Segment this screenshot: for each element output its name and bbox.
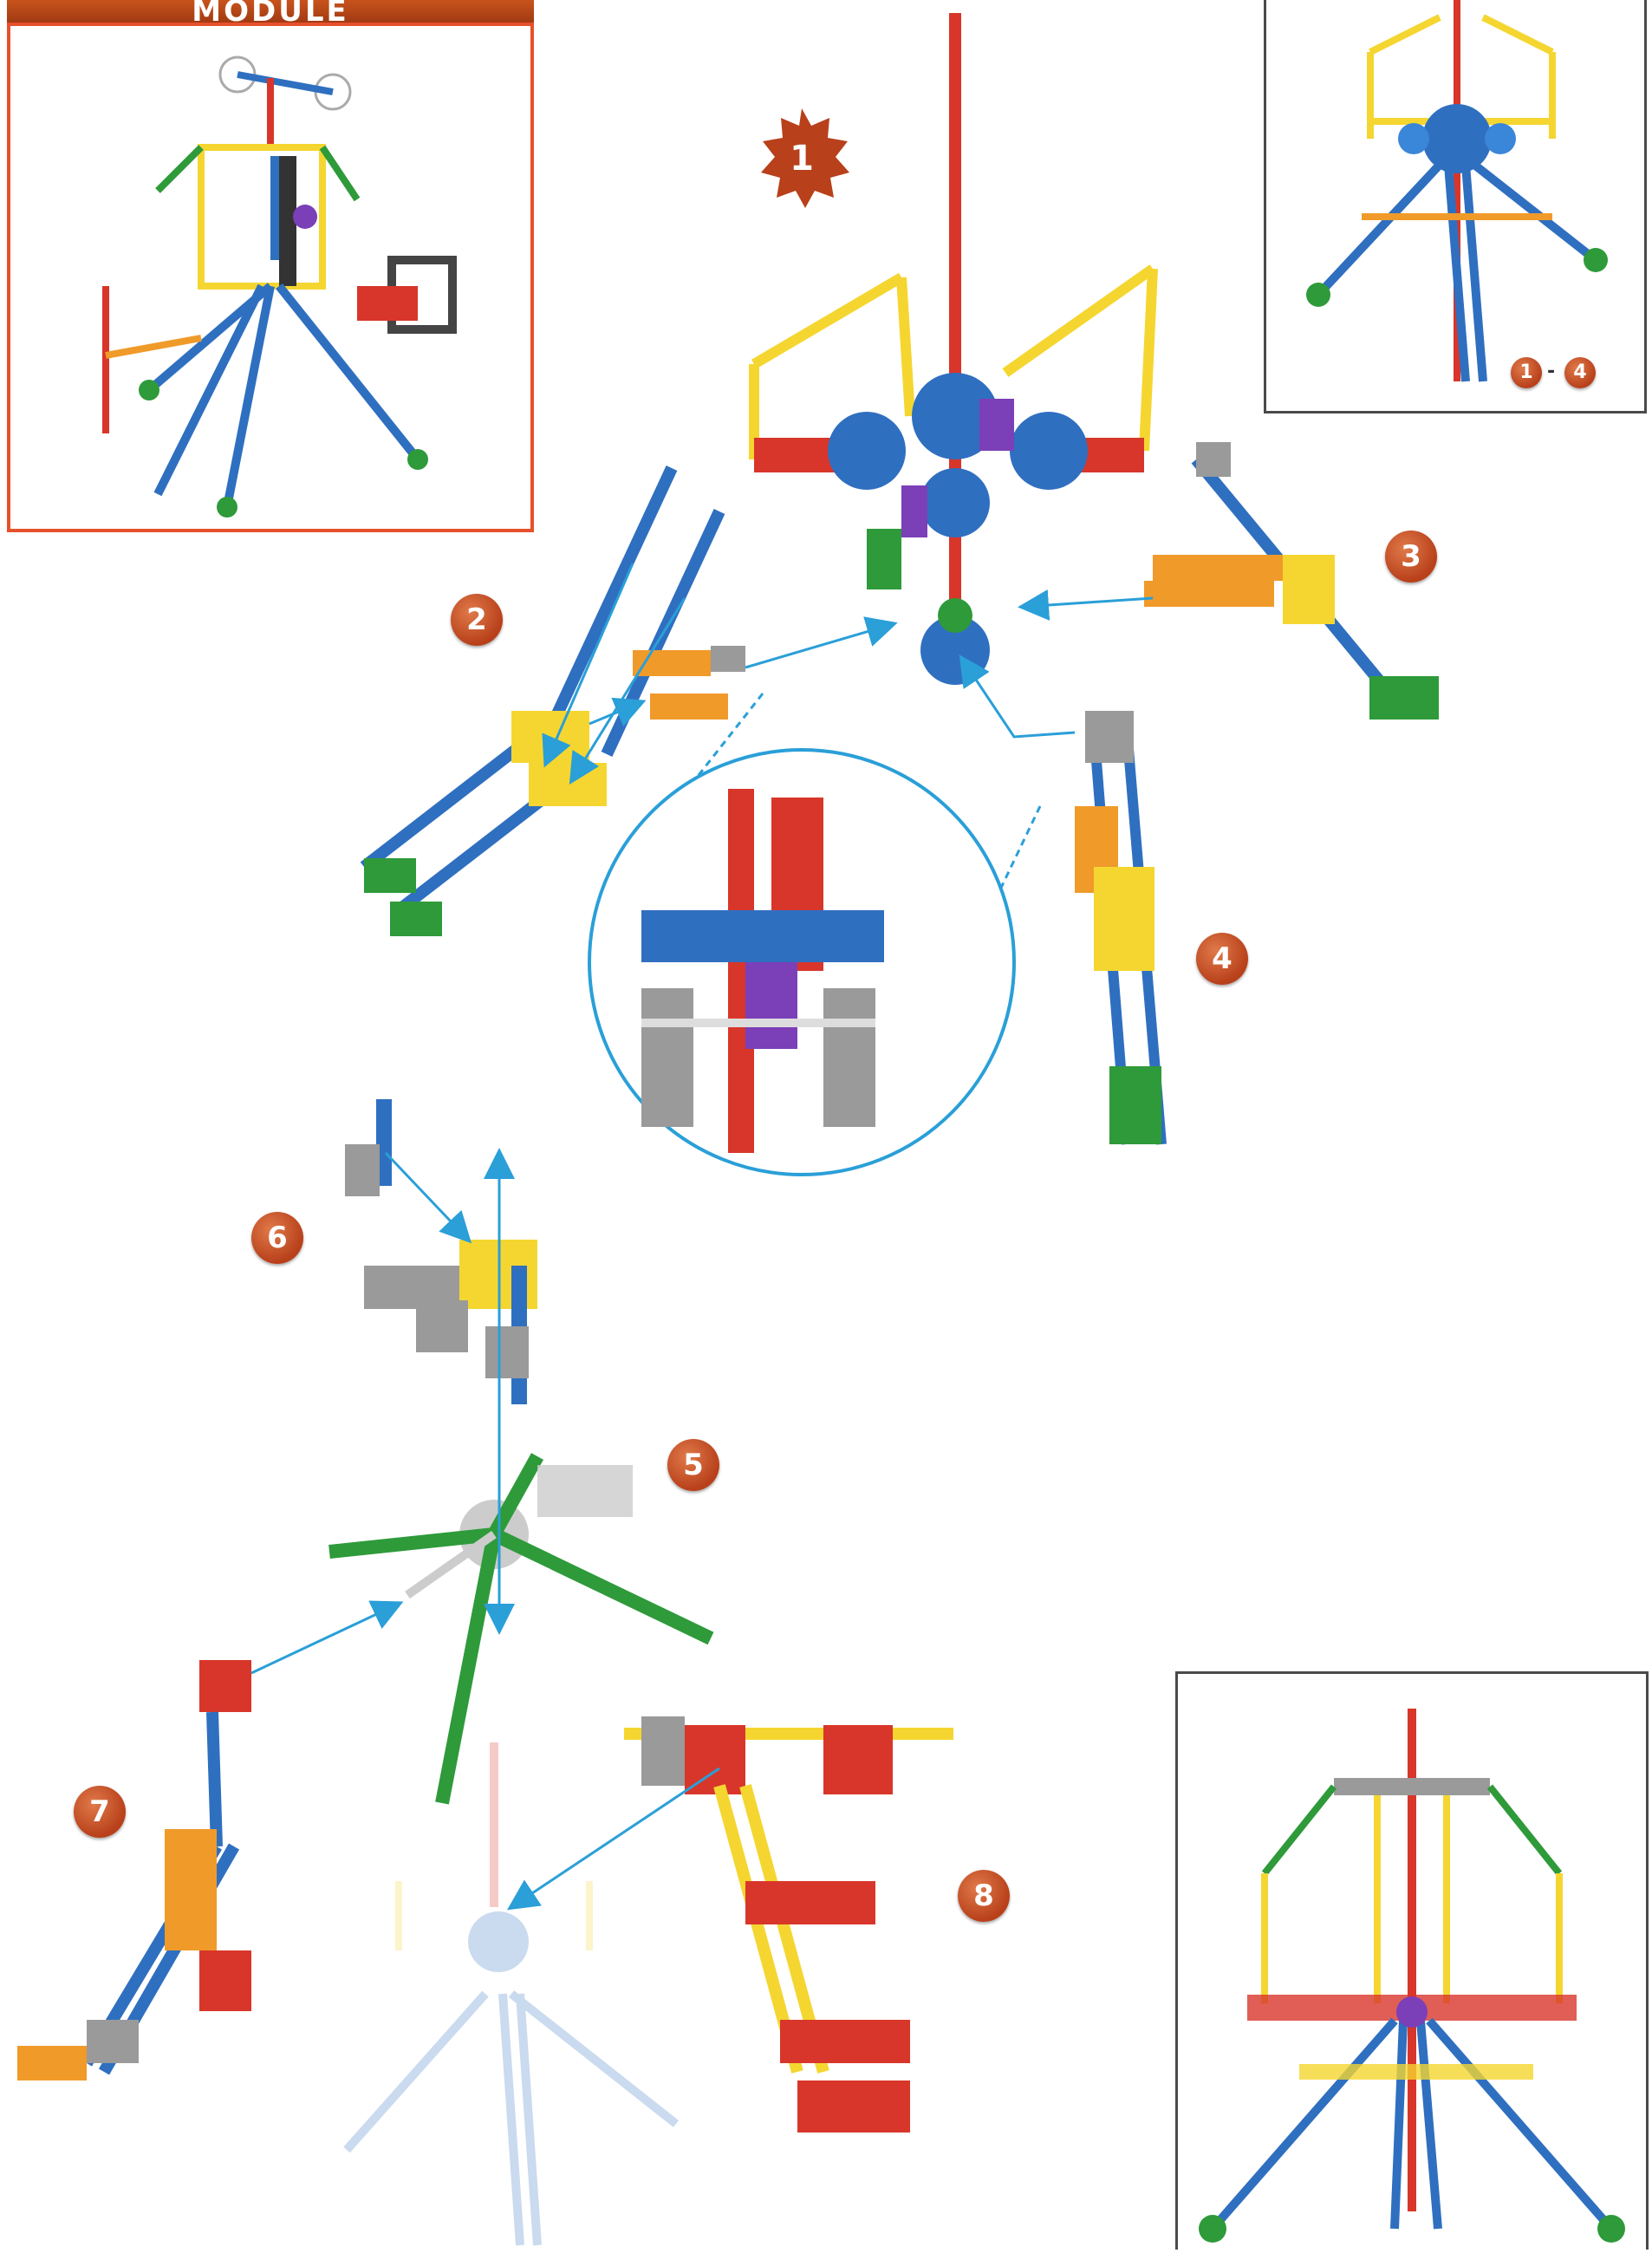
preview-range-start-badge: 1 (1511, 357, 1542, 388)
module-model-illustration (102, 55, 457, 518)
preview-steps-1-4: 1 - 4 (1264, 0, 1647, 413)
step-4-badge: 4 (1196, 933, 1248, 985)
step-7-badge: 7 (74, 1786, 126, 1838)
step-7-arm-assembly (17, 1600, 404, 2080)
step-1-number: 1 (790, 139, 814, 179)
step-2-arm-assembly (360, 466, 745, 936)
ghost-previous-assembly (343, 1742, 680, 2246)
step-3-badge: 3 (1385, 531, 1437, 583)
step-6-badge: 6 (251, 1212, 303, 1264)
step-1-badge: 1 (754, 111, 849, 206)
step-6-number: 6 (267, 1221, 288, 1255)
step-1-hub-assembly (749, 13, 1158, 685)
module-title: MODULE (192, 0, 349, 23)
step-8-number: 8 (973, 1879, 994, 1913)
preview-final-model (1175, 1671, 1649, 2250)
preview-range-end: 4 (1573, 361, 1587, 383)
step-5-crown-assembly (328, 1387, 714, 1805)
step-5-number: 5 (683, 1448, 704, 1482)
assembly-arrows-1-4 (542, 563, 1154, 785)
step-6-connector-assembly (345, 1099, 537, 1404)
step-1-star-shape (761, 108, 849, 208)
preview-range-end-badge: 4 (1564, 357, 1596, 388)
step-4-number: 4 (1212, 941, 1232, 976)
step-8-badge: 8 (958, 1870, 1010, 1922)
module-preview-box (7, 23, 534, 532)
step-7-number: 7 (89, 1794, 110, 1829)
preview-range-start: 1 (1519, 361, 1533, 383)
step-3-number: 3 (1401, 539, 1421, 574)
step-8-seat-assembly (507, 1716, 953, 2133)
step-2-badge: 2 (451, 594, 503, 646)
module-header: MODULE (7, 0, 534, 23)
step-3-arm-assembly (1144, 442, 1439, 720)
step-5-badge: 5 (667, 1439, 719, 1491)
preview-model-illustration (1306, 0, 1608, 382)
final-model-illustration (1199, 1709, 1625, 2243)
step-4-leg-assembly (1075, 711, 1167, 1145)
zoom-detail-callout (588, 693, 1042, 1176)
preview-range-separator: - (1547, 361, 1556, 382)
step-2-number: 2 (466, 602, 487, 637)
